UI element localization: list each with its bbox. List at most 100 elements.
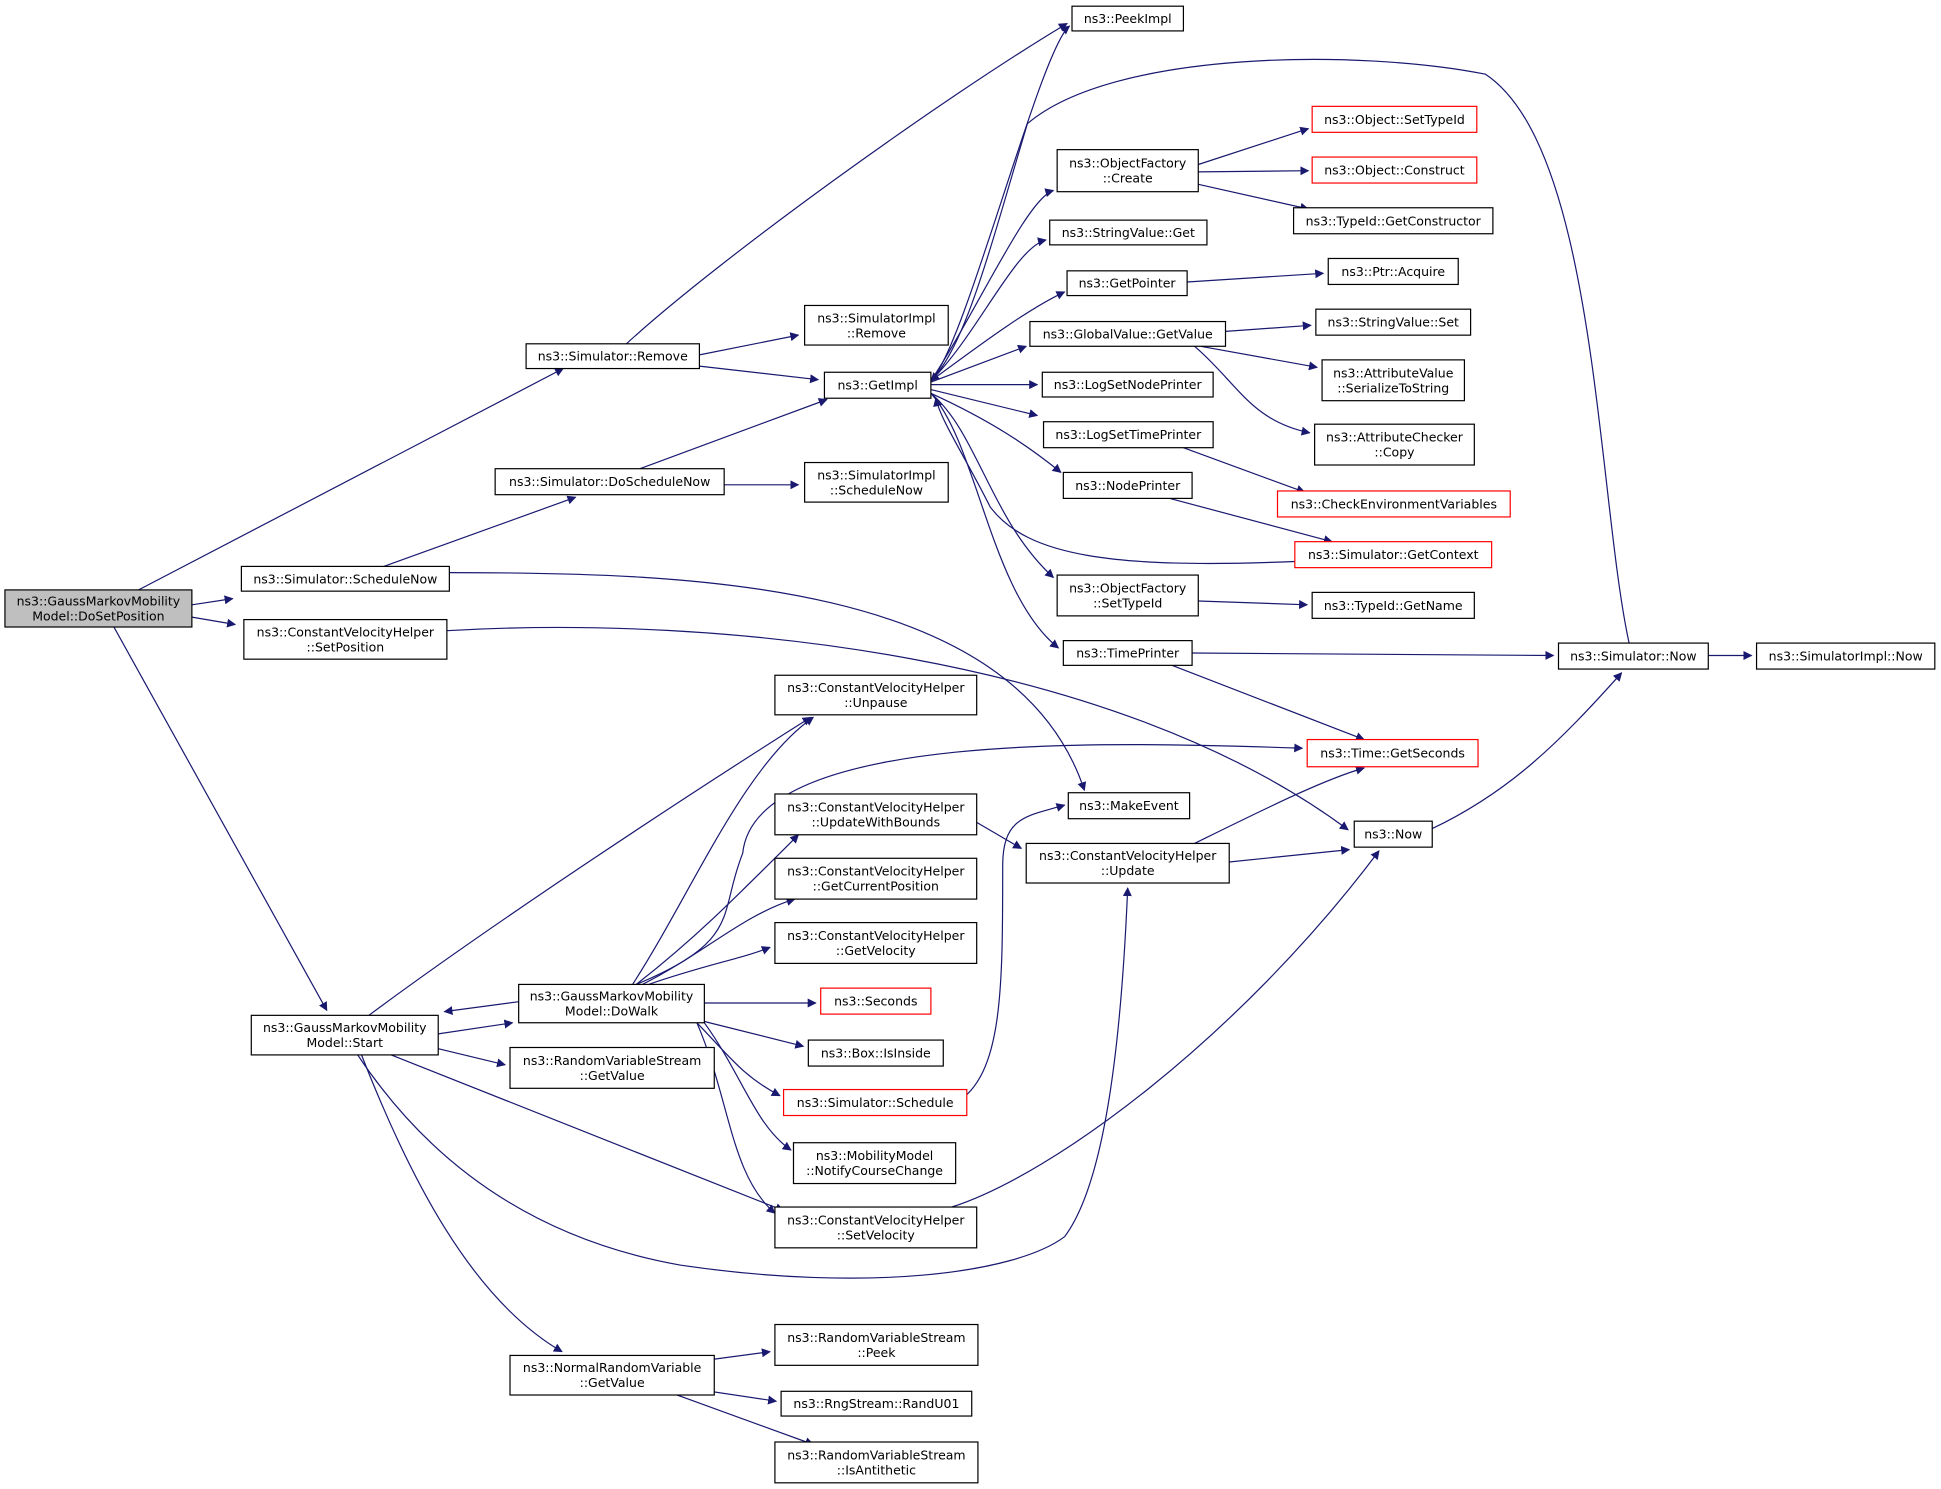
node-typeid-getctor[interactable]: ns3::TypeId::GetConstructor: [1292, 207, 1494, 235]
node-rng-randu01[interactable]: ns3::RngStream::RandU01: [780, 1390, 973, 1417]
node-box: [774, 793, 978, 836]
node-cvh-getvelocity[interactable]: ns3::ConstantVelocityHelper::GetVelocity: [774, 921, 978, 964]
call-edge: [951, 850, 1380, 1208]
node-label: ns3::RandomVariableStream: [787, 1447, 965, 1462]
node-timeprinter[interactable]: ns3::TimePrinter: [1062, 640, 1193, 666]
node-box: [250, 1014, 439, 1056]
call-edge: [642, 897, 796, 985]
node-box: [823, 371, 932, 399]
node-label: ::NotifyCourseChange: [806, 1163, 943, 1178]
node-typeid-getname[interactable]: ns3::TypeId::GetName: [1311, 591, 1475, 619]
node-label: ns3::Simulator::GetContext: [1308, 547, 1479, 562]
node-mm-notify[interactable]: ns3::MobilityModel::NotifyCourseChange: [792, 1142, 957, 1185]
node-simimpl-schednow[interactable]: ns3::SimulatorImpl::ScheduleNow: [804, 461, 949, 503]
node-logsettime[interactable]: ns3::LogSetTimePrinter: [1042, 421, 1214, 449]
node-ac-copy[interactable]: ns3::AttributeChecker::Copy: [1314, 423, 1475, 466]
call-edge: [1198, 183, 1310, 212]
call-edge: [930, 389, 1039, 418]
node-ptr-acquire[interactable]: ns3::Ptr::Acquire: [1327, 257, 1459, 286]
node-label: ns3::CheckEnvironmentVariables: [1291, 496, 1497, 511]
node-sim-schednow[interactable]: ns3::Simulator::ScheduleNow: [240, 565, 450, 592]
call-edge: [930, 344, 1028, 383]
node-root[interactable]: ns3::GaussMarkovMobilityModel::DoSetPosi…: [4, 589, 193, 628]
node-cvh-unpause[interactable]: ns3::ConstantVelocityHelper::Unpause: [774, 674, 978, 716]
node-label: ::GetCurrentPosition: [813, 879, 939, 894]
node-box: [525, 343, 701, 370]
call-edge: [191, 595, 234, 606]
node-label: ns3::Ptr::Acquire: [1341, 264, 1445, 279]
node-logsetnode[interactable]: ns3::LogSetNodePrinter: [1041, 371, 1214, 398]
node-sv-set[interactable]: ns3::StringValue::Set: [1315, 308, 1472, 336]
node-getimpl[interactable]: ns3::GetImpl: [823, 371, 932, 399]
node-sim-getcontext[interactable]: ns3::Simulator::GetContext: [1294, 541, 1493, 569]
node-rvs-peek[interactable]: ns3::RandomVariableStream::Peek: [774, 1323, 979, 1366]
node-makeevent[interactable]: ns3::MakeEvent: [1067, 792, 1191, 820]
node-label: ::Copy: [1374, 445, 1415, 460]
node-label: ns3::GetImpl: [837, 378, 917, 393]
call-edge: [1172, 664, 1365, 741]
call-edge: [1431, 672, 1623, 830]
node-sv-get[interactable]: ns3::StringValue::Get: [1049, 219, 1208, 246]
node-label: ns3::NodePrinter: [1075, 478, 1181, 493]
node-rvs-getvalue[interactable]: ns3::RandomVariableStream::GetValue: [509, 1046, 715, 1089]
call-edge: [930, 392, 1060, 649]
call-edge: [930, 25, 1071, 382]
node-box: [1041, 371, 1214, 398]
node-sim-schedule[interactable]: ns3::Simulator::Schedule: [782, 1088, 968, 1117]
call-edge: [625, 22, 1068, 345]
node-label: ns3::TypeId::GetName: [1324, 598, 1463, 613]
call-edge: [699, 332, 800, 356]
node-label: ns3::Box::IsInside: [821, 1046, 931, 1061]
node-obj-settypeid[interactable]: ns3::Object::SetTypeId: [1311, 105, 1478, 133]
node-cvh-update[interactable]: ns3::ConstantVelocityHelper::Update: [1025, 842, 1230, 884]
call-edge: [930, 392, 1055, 579]
node-getpointer[interactable]: ns3::GetPointer: [1066, 270, 1188, 297]
node-rvs-isantithetic[interactable]: ns3::RandomVariableStream::IsAntithetic: [774, 1441, 979, 1484]
node-cvh-updatebounds[interactable]: ns3::ConstantVelocityHelper::UpdateWithB…: [774, 793, 978, 836]
node-of-create[interactable]: ns3::ObjectFactory::Create: [1056, 149, 1199, 193]
node-of-settypeid[interactable]: ns3::ObjectFactory::SetTypeId: [1056, 574, 1199, 617]
node-box: [509, 1046, 715, 1089]
call-edge: [648, 946, 771, 985]
node-label: ns3::Simulator::Schedule: [797, 1095, 954, 1110]
node-checkenv[interactable]: ns3::CheckEnvironmentVariables: [1276, 490, 1511, 518]
node-seconds[interactable]: ns3::Seconds: [820, 987, 932, 1015]
node-nrv-getvalue[interactable]: ns3::NormalRandomVariable::GetValue: [509, 1354, 715, 1396]
node-sim-doschednow[interactable]: ns3::Simulator::DoScheduleNow: [494, 468, 725, 496]
node-av-serialize[interactable]: ns3::AttributeValue::SerializeToString: [1321, 359, 1466, 402]
node-label: ns3::Simulator::DoScheduleNow: [509, 474, 710, 489]
node-label: ::SetTypeId: [1093, 595, 1162, 610]
node-label: ns3::SimulatorImpl: [817, 467, 935, 482]
node-label: ns3::Now: [1364, 827, 1422, 842]
node-time-getseconds[interactable]: ns3::Time::GetSeconds: [1306, 738, 1479, 768]
node-simimpl-now[interactable]: ns3::SimulatorImpl::Now: [1755, 642, 1936, 670]
call-edge: [1229, 845, 1351, 863]
node-label: ns3::LogSetNodePrinter: [1054, 377, 1203, 392]
node-label: ns3::PeekImpl: [1084, 11, 1172, 26]
node-label: ::ScheduleNow: [830, 482, 923, 497]
node-label: ns3::GetPointer: [1079, 276, 1177, 291]
node-box-isinside[interactable]: ns3::Box::IsInside: [807, 1039, 944, 1067]
node-sim-now[interactable]: ns3::Simulator::Now: [1557, 642, 1709, 670]
node-box: [807, 1039, 944, 1067]
call-edge: [443, 1001, 519, 1015]
node-cvh-setvelocity[interactable]: ns3::ConstantVelocityHelper::SetVelocity: [774, 1206, 978, 1249]
node-obj-construct[interactable]: ns3::Object::Construct: [1311, 156, 1478, 184]
call-edge: [976, 821, 1023, 849]
node-cvh-setposition[interactable]: ns3::ConstantVelocityHelper::SetPosition: [243, 618, 448, 660]
node-box: [1276, 490, 1511, 518]
node-cvh-getcurpos[interactable]: ns3::ConstantVelocityHelper::GetCurrentP…: [774, 857, 978, 900]
node-box: [1292, 207, 1494, 235]
node-now[interactable]: ns3::Now: [1353, 820, 1433, 848]
node-gv-getvalue[interactable]: ns3::GlobalValue::GetValue: [1029, 320, 1227, 347]
node-sim-remove[interactable]: ns3::Simulator::Remove: [525, 343, 701, 370]
node-nodeprinter[interactable]: ns3::NodePrinter: [1062, 471, 1193, 499]
node-label: ns3::Seconds: [834, 994, 917, 1009]
node-simimpl-remove[interactable]: ns3::SimulatorImpl::Remove: [804, 304, 949, 346]
node-peekimpl[interactable]: ns3::PeekImpl: [1071, 5, 1185, 32]
call-edge: [930, 58, 1630, 644]
node-label: ns3::GaussMarkovMobility: [17, 593, 181, 608]
call-edge: [360, 1054, 563, 1353]
